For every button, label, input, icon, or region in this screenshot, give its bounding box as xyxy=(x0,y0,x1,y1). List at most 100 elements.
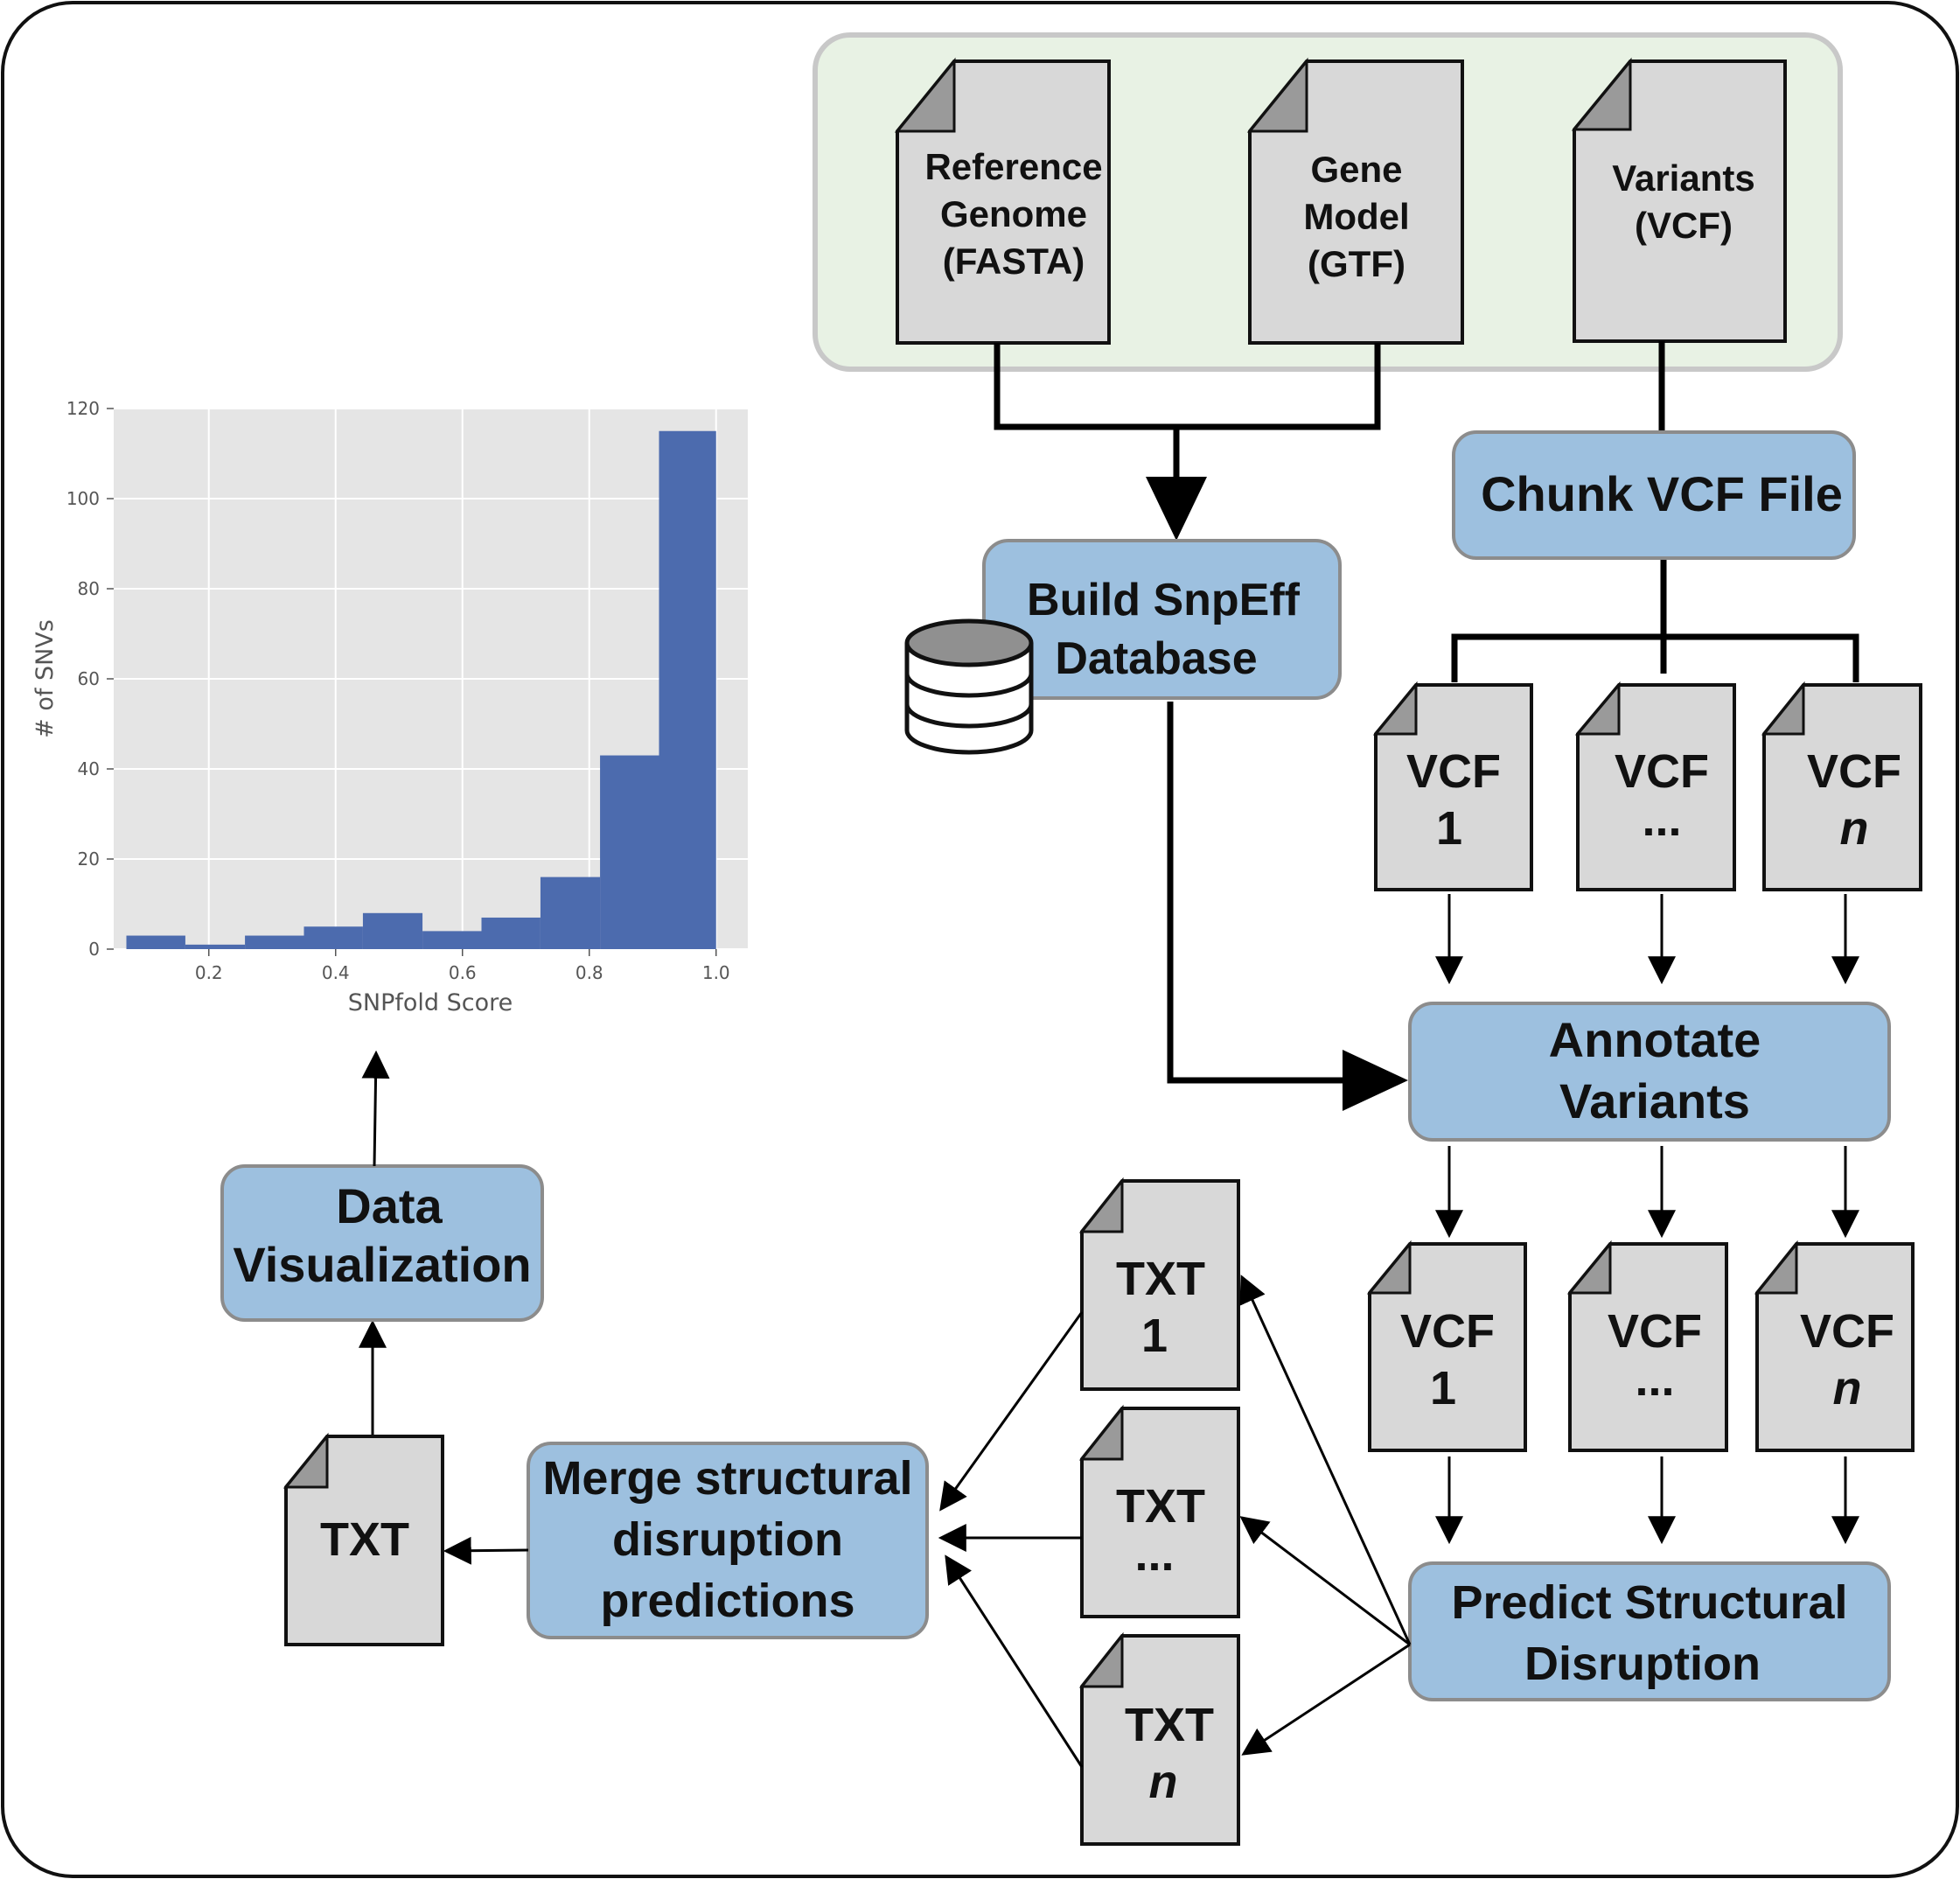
annotated-vcf-1-index: 1 xyxy=(1430,1362,1456,1414)
merge-line-3: predictions xyxy=(600,1575,854,1627)
annotated-vcf-n-label: VCF xyxy=(1800,1305,1894,1358)
chart-x-tick-label: 0.2 xyxy=(195,962,223,983)
annotated-vcf-1-label: VCF xyxy=(1400,1305,1495,1358)
database-to-annotate-connector xyxy=(1167,702,1351,1084)
predict-to-txt-n-arrow xyxy=(1241,1643,1411,1756)
predict-line-1: Predict Structural xyxy=(1451,1576,1847,1629)
snpfold-histogram: 0 20 40 60 80 100 120 0.2 0.4 0.6 0.8 1.0 SNPfold … xyxy=(31,398,748,1016)
chart-bar xyxy=(245,935,304,949)
gene-model-doc: Gene Model (GTF) xyxy=(1246,57,1464,345)
chart-x-tick-label: 0.6 xyxy=(449,962,477,983)
annotate-variants-step xyxy=(1408,1002,1891,1142)
merge-to-txt-arrow xyxy=(443,1536,529,1565)
chart-y-axis-label: # of SNVs xyxy=(31,619,59,738)
annotate-line-1: Annotate xyxy=(1549,1012,1761,1067)
chunk-vcf-n-label: VCF xyxy=(1807,745,1901,798)
txt-n-doc: TXT n xyxy=(1078,1631,1240,1846)
chunk-vcf-1-doc: VCF 1 xyxy=(1372,681,1533,891)
merge-predictions-step xyxy=(527,1442,929,1639)
build-db-line-2: Database xyxy=(1055,633,1257,684)
reference-genome-line-1: Reference xyxy=(924,146,1102,187)
annotated-vcf-middle-label: VCF xyxy=(1608,1305,1702,1358)
annotated-vcf-middle-index: ... xyxy=(1635,1353,1674,1406)
data-visualization-step xyxy=(220,1164,544,1322)
visualization-to-chart-arrow xyxy=(361,1050,390,1167)
chart-y-tick-label: 0 xyxy=(88,939,100,960)
chart-y-tick-label: 20 xyxy=(78,849,100,870)
txt-n-index: n xyxy=(1149,1756,1178,1808)
visualization-line-1: Data xyxy=(336,1178,443,1233)
reference-genome-doc: Reference Genome (FASTA) xyxy=(894,57,1111,345)
chart-bar xyxy=(659,430,716,949)
chunk-vcf-n-doc: VCF n xyxy=(1761,681,1922,891)
variants-line-1: Variants xyxy=(1612,157,1754,199)
chart-bar xyxy=(600,755,659,949)
chart-x-tick-label: 1.0 xyxy=(702,962,730,983)
chart-bar xyxy=(481,917,541,949)
chart-x-axis-label: SNPfold Score xyxy=(348,989,513,1016)
fasta-gtf-merge-connector xyxy=(994,343,1381,430)
chunk-vcf-n-index: n xyxy=(1840,802,1869,855)
annotate-arrowhead xyxy=(1343,1050,1408,1111)
chunk-vcf-middle-label: VCF xyxy=(1615,745,1709,798)
chart-bars xyxy=(126,430,716,949)
chart-y-ticks: 0 20 40 60 80 100 120 xyxy=(66,398,114,960)
annotated-vcf-1-doc: VCF 1 xyxy=(1366,1240,1527,1452)
txt-middle-index: ... xyxy=(1134,1528,1174,1581)
gene-model-line-2: Model xyxy=(1303,196,1409,237)
chart-x-tick-label: 0.8 xyxy=(575,962,603,983)
chunk-label: Chunk VCF File xyxy=(1481,466,1843,521)
gene-model-line-1: Gene xyxy=(1310,149,1402,190)
chunk-vcf-file-step xyxy=(1452,430,1856,560)
merged-txt-label: TXT xyxy=(320,1513,409,1566)
reference-genome-line-2: Genome xyxy=(940,193,1087,234)
annotated-vcf-middle-doc: VCF ... xyxy=(1566,1240,1728,1452)
chart-x-tick-label: 0.4 xyxy=(322,962,350,983)
reference-genome-line-3: (FASTA) xyxy=(943,241,1085,282)
merged-txt-doc: TXT xyxy=(282,1432,444,1646)
annotated-vcf-n-doc: VCF n xyxy=(1754,1240,1915,1452)
chunk-split-bracket xyxy=(1451,633,1859,682)
merge-line-1: Merge structural xyxy=(542,1452,912,1505)
variants-vcf-doc: Variants (VCF) xyxy=(1571,57,1787,343)
chart-y-tick-label: 40 xyxy=(78,758,100,779)
txt-n-label: TXT xyxy=(1125,1699,1214,1751)
chunk-vcf-middle-index: ... xyxy=(1642,793,1681,846)
gene-model-line-3: (GTF) xyxy=(1308,243,1405,284)
chart-bar xyxy=(185,944,246,949)
chart-y-tick-label: 120 xyxy=(66,398,100,419)
chart-bar xyxy=(362,912,423,949)
database-icon xyxy=(904,618,1034,755)
chart-bar xyxy=(422,931,482,949)
chart-y-tick-label: 80 xyxy=(78,578,100,599)
build-snpeff-database-step xyxy=(982,539,1342,700)
predict-to-txt-middle-arrow xyxy=(1239,1516,1411,1646)
chunk-vcf-1-label: VCF xyxy=(1406,745,1501,798)
chart-bar xyxy=(540,877,601,949)
predict-to-txt-1-arrow xyxy=(1239,1275,1412,1645)
chart-bar xyxy=(126,935,185,949)
chart-bar xyxy=(303,926,363,949)
to-build-db-arrowhead xyxy=(1146,477,1207,541)
chart-y-tick-label: 60 xyxy=(78,668,100,689)
txt-middle-label: TXT xyxy=(1116,1480,1205,1533)
txt-1-label: TXT xyxy=(1116,1253,1205,1305)
build-db-line-1: Build SnpEff xyxy=(1027,575,1301,625)
txt-middle-doc: TXT ... xyxy=(1078,1404,1240,1618)
chunk-vcf-middle-doc: VCF ... xyxy=(1574,681,1736,891)
chunk-vcf-1-index: 1 xyxy=(1436,802,1462,855)
merge-line-2: disruption xyxy=(612,1513,843,1566)
visualization-line-2: Visualization xyxy=(233,1237,531,1292)
chart-x-ticks: 0.2 0.4 0.6 0.8 1.0 xyxy=(195,949,730,983)
txt-1-index: 1 xyxy=(1141,1310,1168,1362)
annotated-vcf-n-index: n xyxy=(1833,1362,1862,1414)
predict-structural-disruption-step xyxy=(1408,1561,1891,1701)
txt-1-to-merge-arrow xyxy=(939,1311,1084,1512)
variants-line-2: (VCF) xyxy=(1635,205,1733,246)
txt-1-doc: TXT 1 xyxy=(1078,1177,1240,1391)
chart-y-tick-label: 100 xyxy=(66,488,100,509)
annotate-line-2: Variants xyxy=(1559,1073,1750,1128)
predict-line-2: Disruption xyxy=(1524,1638,1761,1690)
txt-n-to-merge-arrow xyxy=(945,1554,1084,1768)
